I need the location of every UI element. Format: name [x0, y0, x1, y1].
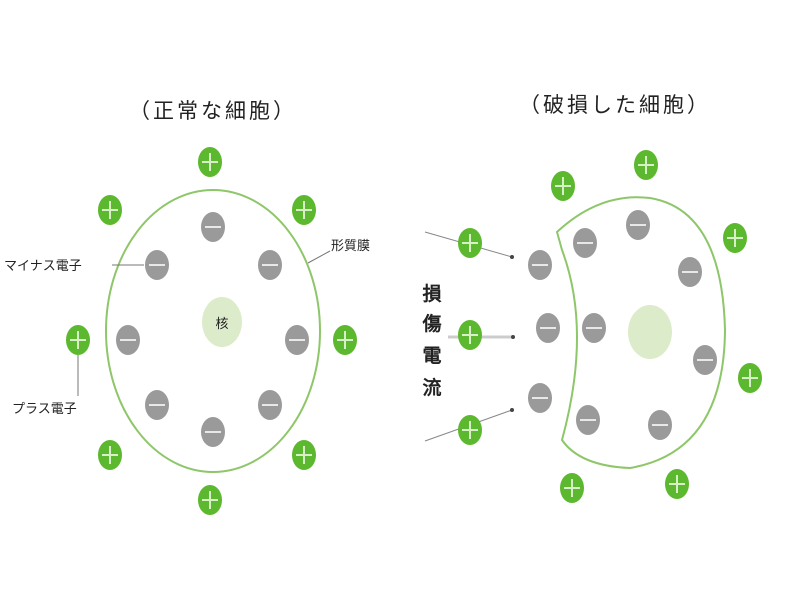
- plus-charge-icon: [292, 440, 316, 470]
- damaged-cell-membrane: [555, 196, 727, 470]
- normal-cell-panel: （正常な細胞） 核 マイナス電子 プラス電子 形質膜: [4, 99, 370, 515]
- damaged-cell-title: （破損した細胞）: [519, 93, 711, 117]
- arrow-head-icon: [510, 255, 514, 259]
- arrow-head-icon: [511, 335, 515, 339]
- plus-electron-label: プラス電子: [12, 402, 77, 417]
- plus-charge-icon: [98, 440, 122, 470]
- minus-charge-icon: [648, 410, 672, 440]
- minus-charge-icon: [576, 405, 600, 435]
- membrane-leader-line: [307, 250, 331, 264]
- damaged-positive-charges: [458, 150, 762, 503]
- plus-charge-icon: [560, 473, 584, 503]
- minus-charge-icon: [145, 390, 169, 420]
- minus-charge-icon: [693, 345, 717, 375]
- injury-current-char: 損: [422, 283, 442, 305]
- arrow-head-icon: [510, 408, 514, 412]
- minus-charge-icon: [258, 390, 282, 420]
- injury-current-char: 電: [422, 345, 441, 367]
- nucleus: [202, 297, 242, 347]
- minus-charge-icon: [258, 250, 282, 280]
- plus-charge-icon: [292, 195, 316, 225]
- negative-charges: [116, 212, 309, 447]
- plus-charge-icon: [738, 363, 762, 393]
- nucleus-label: 核: [215, 317, 228, 332]
- minus-charge-icon: [528, 250, 552, 280]
- minus-charge-icon: [201, 212, 225, 242]
- plus-charge-icon: [66, 325, 90, 355]
- injury-current-label: 損 傷 電 流: [421, 283, 442, 399]
- plus-charge-icon: [458, 228, 482, 258]
- minus-charge-icon: [145, 250, 169, 280]
- plus-charge-icon: [98, 195, 122, 225]
- minus-charge-icon: [582, 313, 606, 343]
- minus-charge-icon: [678, 257, 702, 287]
- cell-membrane: [105, 189, 321, 473]
- plus-charge-icon: [198, 485, 222, 515]
- plus-charge-icon: [634, 150, 658, 180]
- minus-charge-icon: [528, 383, 552, 413]
- damaged-negative-charges: [528, 210, 717, 440]
- minus-charge-icon: [285, 325, 309, 355]
- positive-charges: [66, 147, 357, 515]
- normal-cell-title: （正常な細胞）: [129, 99, 297, 123]
- plus-charge-icon: [458, 320, 482, 350]
- plus-charge-icon: [723, 223, 747, 253]
- plus-charge-icon: [551, 171, 575, 201]
- plus-charge-icon: [458, 415, 482, 445]
- plus-charge-icon: [665, 469, 689, 499]
- plus-charge-icon: [198, 147, 222, 177]
- injury-current-char: 流: [422, 376, 441, 399]
- damaged-cell-panel: （破損した細胞） 損 傷 電 流: [421, 93, 762, 503]
- minus-charge-icon: [116, 325, 140, 355]
- damaged-nucleus: [628, 305, 672, 359]
- plus-charge-icon: [333, 325, 357, 355]
- minus-electron-label: マイナス電子: [4, 259, 82, 274]
- injury-current-char: 傷: [421, 312, 441, 335]
- minus-charge-icon: [536, 313, 560, 343]
- minus-charge-icon: [573, 228, 597, 258]
- minus-charge-icon: [201, 417, 225, 447]
- minus-charge-icon: [626, 210, 650, 240]
- membrane-label: 形質膜: [331, 239, 370, 254]
